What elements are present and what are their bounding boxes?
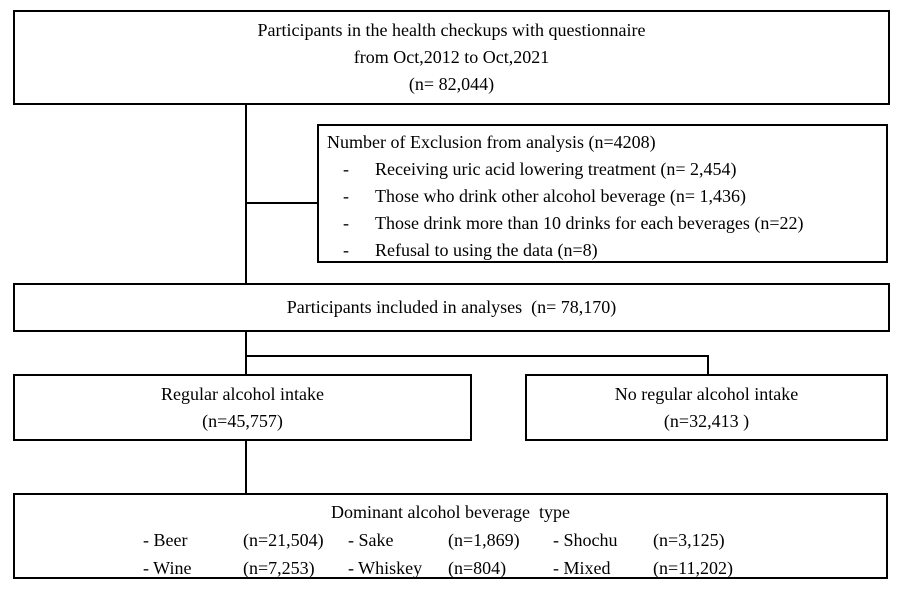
beverage-cell: - Wine (n=7,253) bbox=[143, 554, 348, 582]
dash-bullet: - bbox=[343, 213, 349, 233]
beverage-n: (n=3,125) bbox=[653, 530, 725, 550]
box-included-in-analyses: Participants included in analyses (n= 78… bbox=[13, 283, 890, 332]
exclusion-title: Number of Exclusion from analysis (n=420… bbox=[327, 132, 656, 152]
box-line: from Oct,2012 to Oct,2021 bbox=[353, 47, 550, 67]
exclusion-item: - Those drink more than 10 drinks for ea… bbox=[327, 210, 876, 237]
box-regular-alcohol-intake: Regular alcohol intake (n=45,757) bbox=[13, 374, 472, 441]
beverage-cell: - Beer (n=21,504) bbox=[143, 526, 348, 554]
box-exclusions: Number of Exclusion from analysis (n=420… bbox=[317, 124, 888, 263]
box-line: No regular alcohol intake bbox=[614, 383, 799, 404]
box-line: Participants in the health checkups with… bbox=[257, 20, 646, 40]
box-line: (n=45,757) bbox=[202, 410, 283, 431]
dominant-title: Dominant alcohol beverage type bbox=[331, 502, 570, 522]
dash-bullet: - bbox=[343, 240, 349, 260]
exclusion-item-text: Receiving uric acid lowering treatment (… bbox=[375, 159, 737, 179]
exclusion-item-text: Those drink more than 10 drinks for each… bbox=[375, 213, 804, 233]
beverage-cell: - Shochu (n=3,125) bbox=[553, 526, 758, 554]
beverage-row: - Beer (n=21,504) - Sake (n=1,869) - Sho… bbox=[15, 526, 886, 554]
beverage-label: - Beer bbox=[143, 530, 188, 550]
exclusion-item: - Refusal to using the data (n=8) bbox=[327, 237, 876, 264]
beverage-n: (n=11,202) bbox=[653, 558, 733, 578]
beverage-row: - Wine (n=7,253) - Whiskey (n=804) - Mix… bbox=[15, 554, 886, 582]
connector-branch-to-exclusion bbox=[247, 202, 317, 204]
connector-included-to-split bbox=[245, 332, 247, 374]
connector-regular-to-dominant bbox=[245, 441, 247, 493]
beverage-cell: - Whiskey (n=804) bbox=[348, 554, 553, 582]
beverage-label: - Sake bbox=[348, 530, 394, 550]
exclusion-item: - Those who drink other alcohol beverage… bbox=[327, 183, 876, 210]
dash-bullet: - bbox=[343, 159, 349, 179]
beverage-label: - Whiskey bbox=[348, 558, 423, 578]
dash-bullet: - bbox=[343, 186, 349, 206]
beverage-label: - Shochu bbox=[553, 530, 618, 550]
beverage-label: - Wine bbox=[143, 558, 192, 578]
box-line: Participants included in analyses (n= 78… bbox=[286, 297, 617, 317]
connector-drop-to-no-regular bbox=[707, 355, 709, 374]
beverage-n: (n=7,253) bbox=[243, 558, 315, 578]
box-no-regular-alcohol-intake: No regular alcohol intake (n=32,413 ) bbox=[525, 374, 888, 441]
beverage-label: - Mixed bbox=[553, 558, 611, 578]
beverage-cell: - Sake (n=1,869) bbox=[348, 526, 553, 554]
connector-split-horizontal bbox=[245, 355, 709, 357]
beverage-n: (n=1,869) bbox=[448, 530, 520, 550]
beverage-n: (n=21,504) bbox=[243, 530, 324, 550]
box-health-checkup-participants: Participants in the health checkups with… bbox=[13, 10, 890, 105]
exclusion-item: - Receiving uric acid lowering treatment… bbox=[327, 156, 876, 183]
box-line: (n=32,413 ) bbox=[663, 410, 750, 431]
beverage-n: (n=804) bbox=[448, 558, 507, 578]
box-dominant-beverage-type: Dominant alcohol beverage type - Beer (n… bbox=[13, 493, 888, 579]
beverage-cell: - Mixed (n=11,202) bbox=[553, 554, 758, 582]
connector-top-to-included bbox=[245, 105, 247, 283]
box-line: (n= 82,044) bbox=[408, 74, 495, 94]
box-line: Regular alcohol intake bbox=[161, 383, 324, 404]
exclusion-item-text: Refusal to using the data (n=8) bbox=[375, 240, 598, 260]
exclusion-item-text: Those who drink other alcohol beverage (… bbox=[375, 186, 747, 206]
